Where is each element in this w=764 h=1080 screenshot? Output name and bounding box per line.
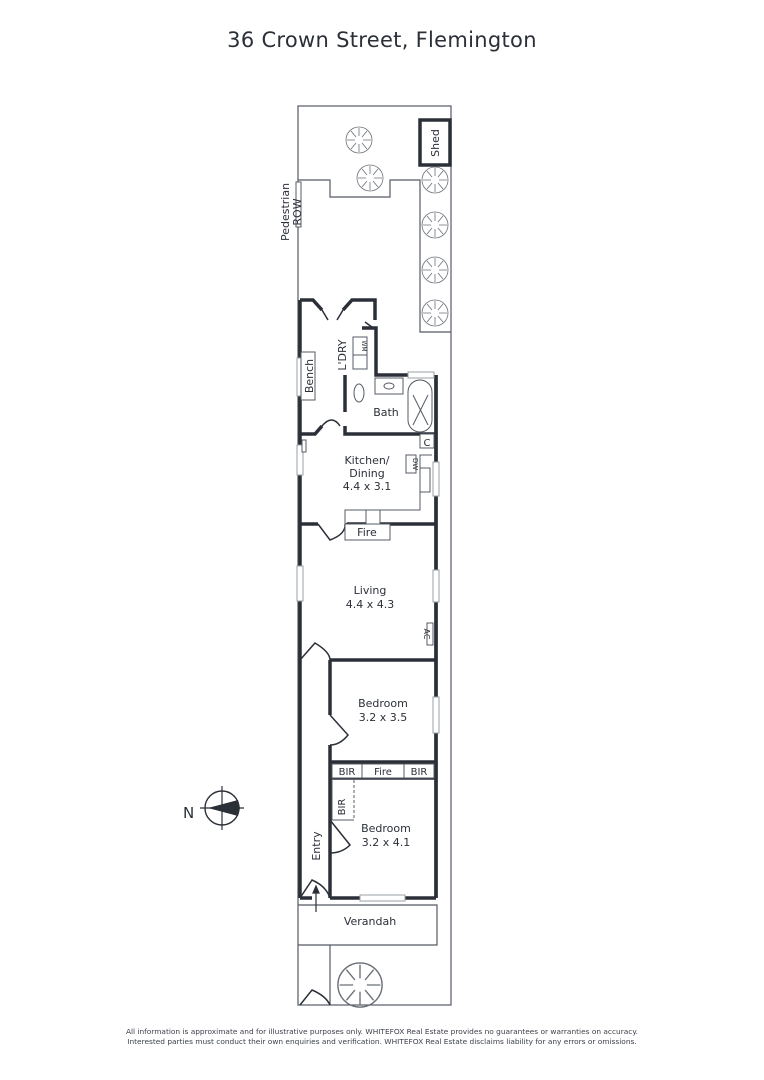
entry-label: Entry bbox=[310, 831, 323, 861]
fire-bedroom-label: Fire bbox=[374, 767, 392, 778]
shed bbox=[418, 118, 452, 167]
bedroom2-label: Bedroom bbox=[361, 822, 411, 835]
washing-machine-label: WM bbox=[360, 340, 367, 351]
tree-icons bbox=[337, 126, 449, 1008]
pedestrian-row-label-1: Pedestrian bbox=[279, 183, 292, 241]
verandah-label: Verandah bbox=[344, 915, 396, 928]
row-gate bbox=[295, 181, 302, 228]
house-walls bbox=[298, 298, 438, 900]
disclaimer: All information is approximate and for i… bbox=[0, 1027, 764, 1046]
cupboard-label: C bbox=[424, 438, 431, 449]
lot-boundary bbox=[297, 105, 452, 1006]
dishwasher-label: DW bbox=[411, 458, 419, 470]
windows bbox=[296, 357, 440, 902]
fixtures bbox=[300, 336, 435, 821]
property-address-title: 36 Crown Street, Flemington bbox=[227, 28, 537, 52]
living-size: 4.4 x 4.3 bbox=[346, 598, 395, 611]
disclaimer-line-2: Interested parties must conduct their ow… bbox=[127, 1036, 637, 1046]
bedroom1-label: Bedroom bbox=[358, 697, 408, 710]
laundry-label: L'DRY bbox=[336, 339, 349, 371]
fire-kitchen-label: Fire bbox=[357, 526, 377, 539]
ac-label: AC bbox=[422, 629, 431, 640]
north-compass-icon bbox=[200, 786, 244, 830]
kitchen-size: 4.4 x 3.1 bbox=[343, 480, 392, 493]
living-label: Living bbox=[354, 584, 387, 597]
bedroom2-size: 3.2 x 4.1 bbox=[362, 836, 411, 849]
shed-label: Shed bbox=[429, 129, 442, 157]
disclaimer-line-1: All information is approximate and for i… bbox=[125, 1027, 639, 1036]
kitchen-label-2: Dining bbox=[349, 467, 385, 480]
bir-right-label: BIR bbox=[411, 767, 428, 778]
bath-label: Bath bbox=[373, 406, 399, 419]
bedroom1-size: 3.2 x 3.5 bbox=[359, 711, 408, 724]
entry-arrow-icon bbox=[312, 884, 320, 912]
kitchen-label-1: Kitchen/ bbox=[344, 454, 389, 467]
bir-left-label: BIR bbox=[339, 767, 356, 778]
pedestrian-row-label-2: ROW bbox=[291, 198, 304, 225]
bench-label: Bench bbox=[303, 359, 316, 393]
compass-label: N bbox=[183, 804, 194, 822]
bir-lower-label: BIR bbox=[337, 799, 348, 816]
door-swings bbox=[299, 309, 377, 1006]
